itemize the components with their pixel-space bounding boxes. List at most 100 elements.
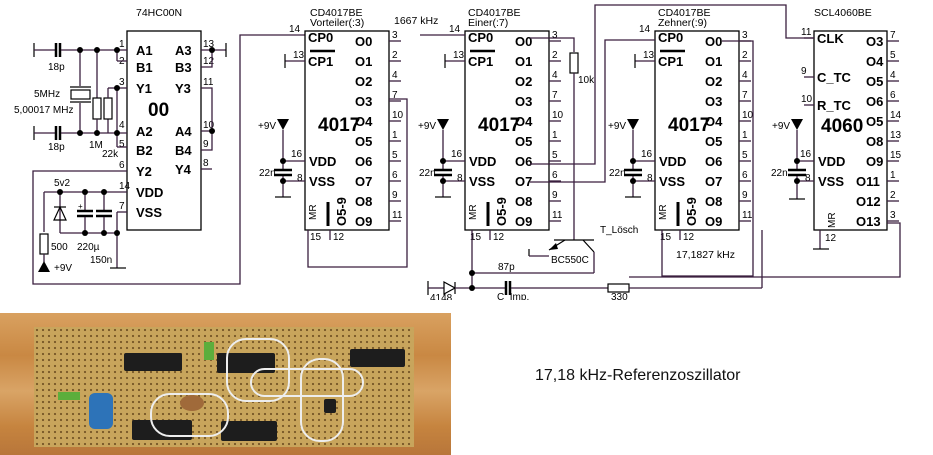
power-supply: 5v2 +9V 500 + 220µ 150n [38, 178, 127, 274]
c4060-pin-label-clk: CLK [817, 31, 844, 46]
svg-text:8: 8 [647, 173, 653, 184]
hc00-pin-label-b4: B4 [175, 143, 192, 158]
zener-label: 5v2 [54, 178, 71, 189]
supply-9v-label: +9V [258, 121, 276, 132]
pin-o0: O0 [515, 34, 532, 49]
pin-num-2: 2 [742, 50, 748, 61]
svg-text:8: 8 [457, 173, 463, 184]
pin-vdd: VDD [309, 154, 336, 169]
resistor-10k-label: 10k [578, 75, 595, 86]
ic-4060-mr: MR [827, 212, 838, 228]
c4060-pin-vss: VSS [818, 174, 844, 189]
chip-center-label: 4017 [478, 115, 520, 136]
crystal-oscillator: 18p 18p 5MHz 5,00017 MHz 1M 22k [14, 43, 127, 160]
pin-vss: VSS [469, 174, 495, 189]
pin-o3: O3 [515, 94, 532, 109]
photo-ic-5 [221, 421, 277, 441]
c4060-pin-o9: O9 [866, 154, 883, 169]
svg-text:+9V: +9V [772, 121, 790, 132]
board-photo [0, 313, 451, 455]
hc00-pin-label-y3: Y3 [175, 81, 191, 96]
hc00-pin-label-y4: Y4 [175, 162, 192, 177]
pin-o9: O9 [705, 214, 722, 229]
hc00-pin-11: 11 [203, 77, 214, 88]
cap-18p-bottom-label: 18p [48, 142, 65, 153]
svg-text:15: 15 [470, 232, 482, 243]
resistor-500-label: 500 [51, 242, 68, 253]
pin-num-1: 1 [552, 130, 558, 141]
ic-74hc00-part: 74HC00N [136, 7, 182, 19]
hc00-pin-7: 7 [119, 201, 125, 212]
pin-vdd: VDD [659, 154, 686, 169]
pin-vdd: VDD [469, 154, 496, 169]
c4060-pin-num-1: 1 [890, 170, 896, 181]
pin-o3: O3 [705, 94, 722, 109]
svg-text:13: 13 [643, 50, 655, 61]
pin-o6: O6 [515, 154, 532, 169]
hc00-pin-label-b2: B2 [136, 143, 153, 158]
pin-num-11: 11 [392, 210, 403, 221]
pin-num-10: 10 [742, 110, 754, 121]
c4060-pin-num-14: 14 [890, 110, 902, 121]
pin-o4: O4 [515, 114, 533, 129]
pin-num-6: 6 [552, 170, 558, 181]
pin-cp1: CP1 [468, 54, 493, 69]
chip-center-label: 4017 [668, 115, 710, 136]
resistor-330-label: 330 [611, 292, 628, 300]
chip-center-label: 4017 [318, 115, 360, 136]
pin-o8: O8 [705, 194, 722, 209]
hc00-pin-13: 13 [203, 39, 215, 50]
c4060-pin-o3: O3 [866, 34, 883, 49]
c4060-pin-10: 10 [801, 94, 813, 105]
c4060-pin-num-6: 6 [890, 90, 896, 101]
pin-o4: O4 [355, 114, 373, 129]
pin-num-9: 9 [742, 190, 748, 201]
pin-num-2: 2 [392, 50, 398, 61]
pin-o5: O5 [515, 134, 532, 149]
freq-17-1827-label: 17,1827 kHz [676, 249, 735, 261]
cap-22n-label: 22n [419, 168, 436, 179]
pin-num-11: 11 [742, 210, 753, 221]
pin-cp0: CP0 [308, 30, 333, 45]
c4060-pin-num-5: 5 [890, 50, 896, 61]
hc00-pin-4: 4 [119, 120, 125, 131]
cap-cimp-label: C_Imp. [497, 292, 529, 300]
title-caption: 17,18 kHz-Referenzoszillator [535, 367, 741, 384]
c2-part: CD4017BE [468, 7, 521, 19]
cap-18p-top-label: 18p [48, 62, 65, 73]
pin-num-3: 3 [742, 30, 748, 41]
pin-vss: VSS [309, 174, 335, 189]
chip-body [464, 30, 550, 231]
pin-o2: O2 [515, 74, 532, 89]
pin-cp1: CP1 [308, 54, 333, 69]
hc00-pin-label-vss: VSS [136, 205, 162, 220]
pin-num-4: 4 [392, 70, 398, 81]
svg-text:14: 14 [449, 24, 461, 35]
pin-o4: O4 [705, 114, 723, 129]
c4060-pin-vdd: VDD [818, 154, 845, 169]
ic-74hc00-center: 00 [148, 100, 169, 121]
supply-9v-label: +9V [418, 121, 436, 132]
pin-num-1: 1 [392, 130, 398, 141]
cap-22n-label: 22n [259, 168, 276, 179]
cap-150n-label: 150n [90, 255, 112, 266]
hc00-pin-label-y1: Y1 [136, 81, 152, 96]
svg-text:15: 15 [660, 232, 672, 243]
c4060-pin-o5: O5 [866, 74, 883, 89]
freq-1667-label: 1667 kHz [394, 15, 438, 27]
cap-22n-label: 22n [609, 168, 626, 179]
pin-o1: O1 [515, 54, 532, 69]
pin-num-3: 3 [392, 30, 398, 41]
pin-o9: O9 [515, 214, 532, 229]
c4060-pin-num-4: 4 [890, 70, 896, 81]
pin-o6: O6 [705, 154, 722, 169]
svg-text:16: 16 [451, 149, 463, 160]
photo-green-part-1 [58, 392, 80, 400]
pin-cp1: CP1 [658, 54, 683, 69]
hc00-pin-label-b3: B3 [175, 60, 192, 75]
pin-o7: O7 [515, 174, 532, 189]
pin-num-10: 10 [392, 110, 404, 121]
c4060-pin-o5: O5 [866, 114, 883, 129]
